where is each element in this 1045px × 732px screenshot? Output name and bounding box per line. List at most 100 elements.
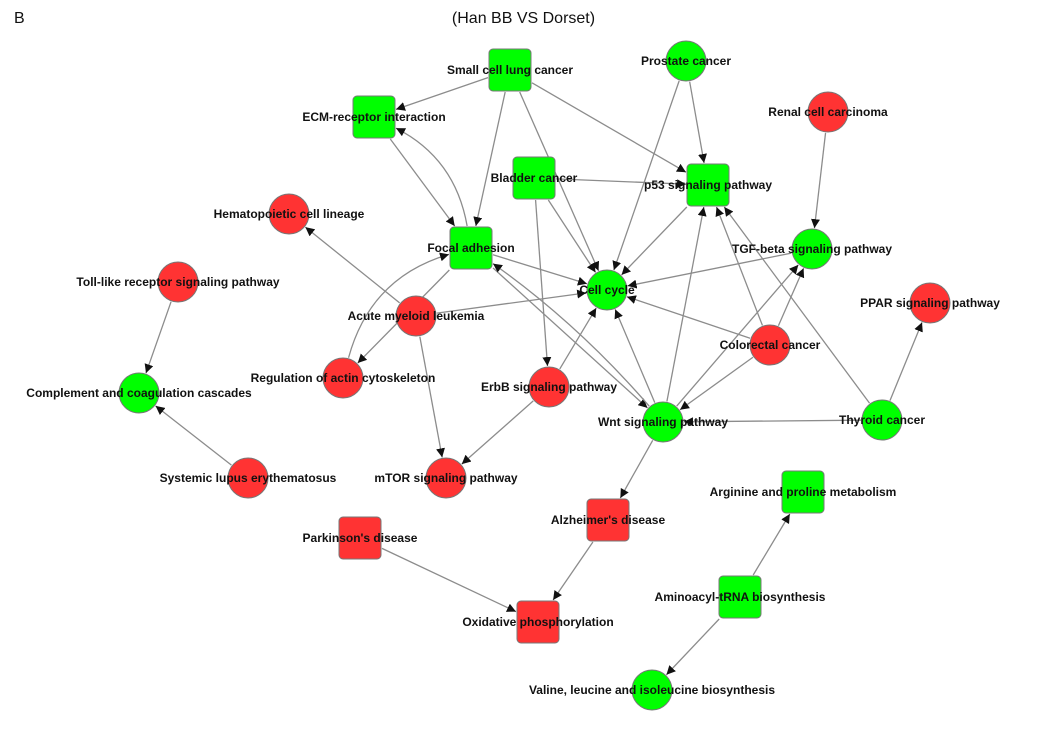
node-sle[interactable]: Systemic lupus erythematosus [160,457,337,499]
node-focal[interactable]: Focal adhesion [427,226,515,270]
node-hema[interactable]: Hematopoietic cell lineage [214,193,365,235]
edge-prostate-to-p53 [689,81,707,164]
edge-sle-to-complement [155,405,232,466]
edge-focal-to-wnt [492,267,648,409]
node-square-bladder[interactable] [512,156,556,200]
node-sclc[interactable]: Small cell lung cancer [447,48,573,92]
node-square-arginine[interactable] [781,470,825,514]
edge-erbb-to-mtor [461,400,534,465]
node-square-p53[interactable] [686,163,730,207]
nodes-layer: Small cell lung cancer Prostate cancerECM… [26,40,1000,711]
node-aminoacyl[interactable]: Aminoacyl-tRNA biosynthesis [655,575,826,619]
node-renal[interactable]: Renal cell carcinoma [768,91,888,133]
edge-thyroid-to-ppar [889,322,923,401]
node-cellcycle[interactable]: Cell cycle [579,269,635,311]
node-circle-actin[interactable] [322,357,364,399]
node-prostate[interactable]: Prostate cancer [641,40,731,82]
node-square-focal[interactable] [449,226,493,270]
edge-bladder-to-p53 [555,178,687,189]
node-parkinson[interactable]: Parkinson's disease [303,516,418,560]
node-circle-toll[interactable] [157,261,199,303]
node-label-valine: Valine, leucine and isoleucine biosynthe… [529,683,775,697]
node-colorectal[interactable]: Colorectal cancer [720,324,821,366]
node-square-aminoacyl[interactable] [718,575,762,619]
edge-bladder-to-erbb [534,199,552,367]
node-erbb[interactable]: ErbB signaling pathway [481,366,617,408]
node-ppar[interactable]: PPAR signaling pathway [860,282,1000,324]
node-circle-wnt[interactable] [642,401,684,443]
node-circle-thyroid[interactable] [861,399,903,441]
node-label-oxphos: Oxidative phosphorylation [462,615,613,629]
edge-wnt-to-cellcycle [614,309,656,403]
edge-thyroid-to-p53 [723,206,871,404]
edge-aminoacyl-to-arginine [752,513,791,576]
node-circle-cellcycle[interactable] [586,269,628,311]
node-square-sclc[interactable] [488,48,532,92]
node-label-ppar: PPAR signaling pathway [860,296,1000,310]
node-circle-renal[interactable] [807,91,849,133]
edge-focal-to-ecm [395,127,468,227]
edge-wnt-to-focal [492,263,650,407]
edge-bladder-to-cellcycle [547,199,597,273]
node-square-alzheimer[interactable] [586,498,630,542]
node-circle-erbb[interactable] [528,366,570,408]
node-bladder[interactable]: Bladder cancer [491,156,578,200]
node-circle-aml[interactable] [395,295,437,337]
edge-tgf-to-cellcycle [627,252,792,289]
edge-wnt-to-p53 [666,206,707,402]
node-circle-ppar[interactable] [909,282,951,324]
node-ecm[interactable]: ECM-receptor interaction [302,95,446,139]
node-circle-prostate[interactable] [665,40,707,82]
node-circle-complement[interactable] [118,372,160,414]
node-label-hema: Hematopoietic cell lineage [214,207,365,221]
node-label-toll: Toll-like receptor signaling pathway [76,275,279,289]
node-circle-tgf[interactable] [791,228,833,270]
node-circle-colorectal[interactable] [749,324,791,366]
node-alzheimer[interactable]: Alzheimer's disease [551,498,666,542]
edge-colorectal-to-wnt [679,356,754,411]
edge-thyroid-to-wnt [683,417,862,427]
edges-layer [144,76,923,676]
node-square-ecm[interactable] [352,95,396,139]
edge-parkinson-to-oxphos [381,547,517,613]
edge-colorectal-to-p53 [715,206,764,326]
node-square-parkinson[interactable] [338,516,382,560]
node-circle-mtor[interactable] [425,457,467,499]
edge-ecm-to-focal [389,138,456,227]
edge-sclc-to-p53 [531,82,687,173]
node-thyroid[interactable]: Thyroid cancer [839,399,925,441]
edge-p53-to-cellcycle [621,206,688,276]
node-square-oxphos[interactable] [516,600,560,644]
node-valine[interactable]: Valine, leucine and isoleucine biosynthe… [529,669,775,711]
node-circle-sle[interactable] [227,457,269,499]
panel-letter: B [14,10,25,27]
edge-sclc-to-ecm [395,76,489,111]
node-arginine[interactable]: Arginine and proline metabolism [710,470,897,514]
node-tgf[interactable]: TGF-beta signaling pathway [732,228,892,270]
node-label-arginine: Arginine and proline metabolism [710,485,897,499]
node-label-aminoacyl: Aminoacyl-tRNA biosynthesis [655,590,826,604]
node-label-renal: Renal cell carcinoma [768,105,888,119]
node-label-focal: Focal adhesion [427,241,514,255]
node-label-mtor: mTOR signaling pathway [374,471,517,485]
node-label-thyroid: Thyroid cancer [839,413,925,427]
node-p53[interactable]: p53 signaling pathway [644,163,772,207]
node-wnt[interactable]: Wnt signaling pathway [598,401,728,443]
edge-prostate-to-cellcycle [612,80,680,271]
node-mtor[interactable]: mTOR signaling pathway [374,457,518,499]
node-label-erbb: ErbB signaling pathway [481,380,617,394]
edge-sclc-to-focal [473,91,506,227]
node-circle-valine[interactable] [631,669,673,711]
node-oxphos[interactable]: Oxidative phosphorylation [462,600,614,644]
node-actin[interactable]: Regulation of actin cytoskeleton [251,357,436,399]
node-label-cellcycle: Cell cycle [579,283,635,297]
node-toll[interactable]: Toll-like receptor signaling pathway [76,261,280,303]
node-circle-hema[interactable] [268,193,310,235]
edge-aminoacyl-to-valine [665,618,720,676]
edge-aml-to-cellcycle [436,289,587,314]
node-label-sle: Systemic lupus erythematosus [160,471,337,485]
node-aml[interactable]: Acute myeloid leukemia [348,295,485,337]
node-complement[interactable]: Complement and coagulation cascades [26,372,252,414]
edge-aml-to-hema [304,226,401,304]
